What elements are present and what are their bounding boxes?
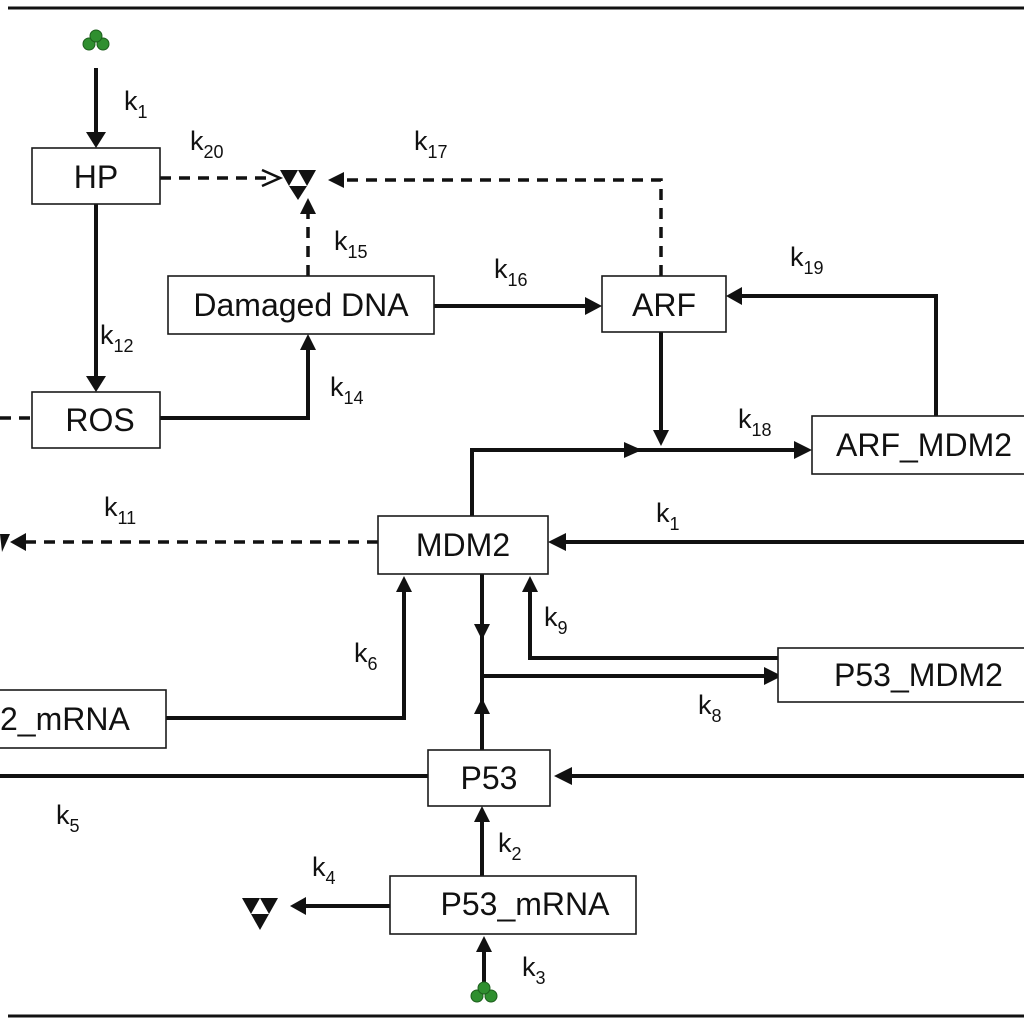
node-ros: ROS — [31, 391, 161, 449]
node-mdm2: MDM2 — [377, 515, 549, 575]
node-p53-label: P53 — [461, 760, 518, 796]
node-p53-mdm2: P53_MDM2 — [777, 647, 1024, 703]
rate-k12: k12 — [100, 320, 134, 356]
rate-k15: k15 — [334, 226, 368, 262]
source-icon-top — [82, 29, 110, 51]
node-arf-mdm2-label: ARF_MDM2 — [836, 427, 1012, 463]
rate-k20: k20 — [190, 126, 224, 162]
node-arf: ARF — [601, 275, 727, 333]
edge-mdm2-down — [474, 574, 490, 676]
edge-p53mrna-to-degradation — [290, 897, 390, 915]
edge-source-to-hp — [86, 68, 106, 148]
degradation-icon-center — [280, 170, 316, 200]
node-mdm2-mrna: 2_mRNA — [0, 689, 167, 749]
node-arf-mdm2: ARF_MDM2 — [811, 415, 1024, 475]
edge-mdm2mrna-to-mdm2 — [166, 576, 412, 720]
rate-k17: k17 — [414, 126, 448, 162]
node-p53-mrna-label: P53_mRNA — [441, 886, 611, 922]
rate-k1-mid: k1 — [656, 498, 680, 534]
rate-k9: k9 — [544, 602, 568, 638]
node-mdm2-mrna-label: 2_mRNA — [0, 701, 130, 737]
edge-p53mrna-to-p53 — [474, 806, 490, 876]
rate-k1-top: k1 — [124, 86, 148, 122]
edge-input-to-p53 — [554, 767, 1024, 785]
edge-source-to-p53mrna — [476, 936, 492, 982]
source-icon-bottom — [470, 981, 498, 1003]
rate-k11: k11 — [104, 492, 136, 528]
rate-k6: k6 — [354, 638, 378, 674]
node-mdm2-label: MDM2 — [416, 527, 510, 563]
edge-mdm2-to-degradation — [10, 533, 378, 551]
edge-junction-to-p53mdm2 — [482, 667, 782, 685]
node-p53: P53 — [427, 749, 551, 807]
edge-input-to-mdm2 — [548, 533, 1024, 551]
rate-k18: k18 — [738, 404, 772, 440]
rate-k19: k19 — [790, 242, 824, 278]
edge-hp-to-degradation — [160, 168, 284, 188]
edge-arf-down — [653, 332, 669, 446]
edge-mdm2-to-arfmdm2 — [470, 441, 812, 516]
node-damaged-dna-label: Damaged DNA — [193, 287, 409, 323]
edge-p53-up — [474, 676, 490, 750]
node-hp-label: HP — [74, 159, 118, 195]
degradation-icon-p53mrna — [242, 898, 278, 930]
node-arf-label: ARF — [632, 287, 696, 323]
rate-k8: k8 — [698, 690, 722, 726]
edge-arf-to-degradation — [328, 172, 663, 276]
rate-k16: k16 — [494, 254, 528, 290]
edge-arfmdm2-to-arf — [726, 287, 938, 416]
rate-k2: k2 — [498, 828, 522, 864]
edge-p53mdm2-to-mdm2 — [522, 576, 778, 660]
node-hp: HP — [31, 147, 161, 205]
edge-ros-to-damaged-dna — [160, 334, 316, 420]
node-damaged-dna: Damaged DNA — [167, 275, 435, 335]
node-ros-label: ROS — [65, 402, 134, 438]
rate-k3: k3 — [522, 952, 546, 988]
edge-dna-to-arf — [434, 297, 602, 315]
rate-k5: k5 — [56, 800, 80, 836]
rate-k14: k14 — [330, 372, 364, 408]
edge-hp-to-ros — [86, 204, 106, 392]
node-p53-mdm2-label: P53_MDM2 — [834, 657, 1003, 693]
node-p53-mrna: P53_mRNA — [389, 875, 637, 935]
rate-k4: k4 — [312, 852, 336, 888]
degradation-icon-mdm2 — [0, 534, 10, 552]
diagram-frame — [8, 6, 1024, 1018]
edge-dna-to-degradation — [300, 198, 316, 276]
